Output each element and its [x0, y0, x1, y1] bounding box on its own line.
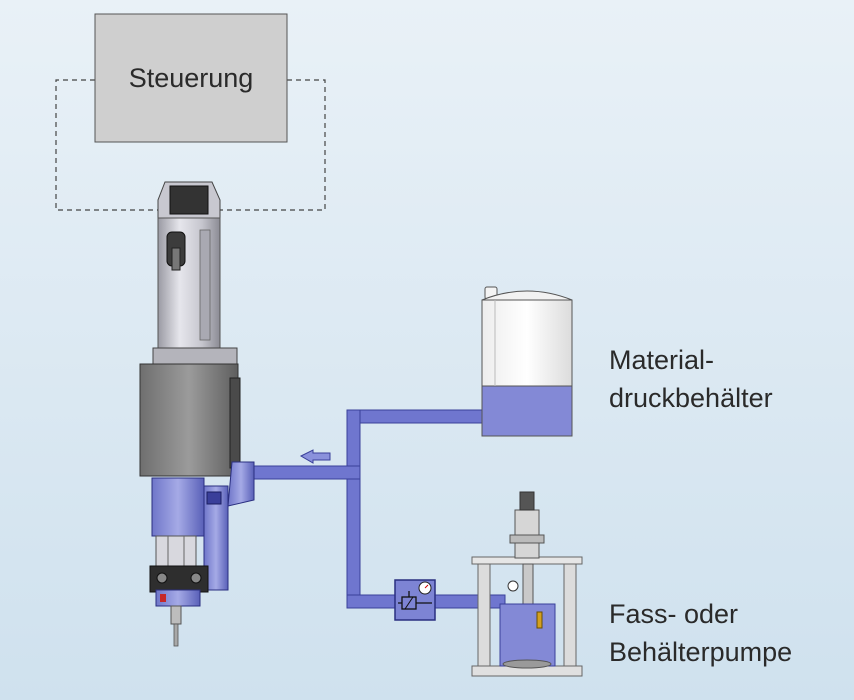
- controller-box: [94, 13, 288, 143]
- pipes: [239, 409, 506, 609]
- pump-container: [499, 603, 556, 667]
- controller-label: Steuerung: [128, 62, 254, 93]
- pump-label-line1: Fass- oder: [609, 599, 739, 629]
- dispenser-unit: [139, 181, 255, 647]
- tank-label-line2: druckbehälter: [609, 383, 773, 413]
- material-pressure-tank: [481, 286, 573, 437]
- pipe-dispenser-feed: [239, 465, 361, 480]
- pipe-vertical: [346, 409, 361, 609]
- pipe-pump-lower: [346, 594, 396, 609]
- pipe-pump-right: [434, 594, 506, 609]
- pump-label-line2: Behälterpumpe: [609, 637, 793, 667]
- arrow-left-icon: [299, 449, 331, 464]
- pipe-tank-horizontal: [346, 409, 485, 424]
- controller: [55, 13, 326, 211]
- signal-line-left: [55, 79, 165, 211]
- drum-pump: [471, 491, 583, 677]
- pressure-regulator-icon: [394, 579, 436, 621]
- signal-line-right: [215, 79, 326, 211]
- tank-material-level: [481, 385, 573, 437]
- tank-label-line1: Material-: [609, 345, 715, 375]
